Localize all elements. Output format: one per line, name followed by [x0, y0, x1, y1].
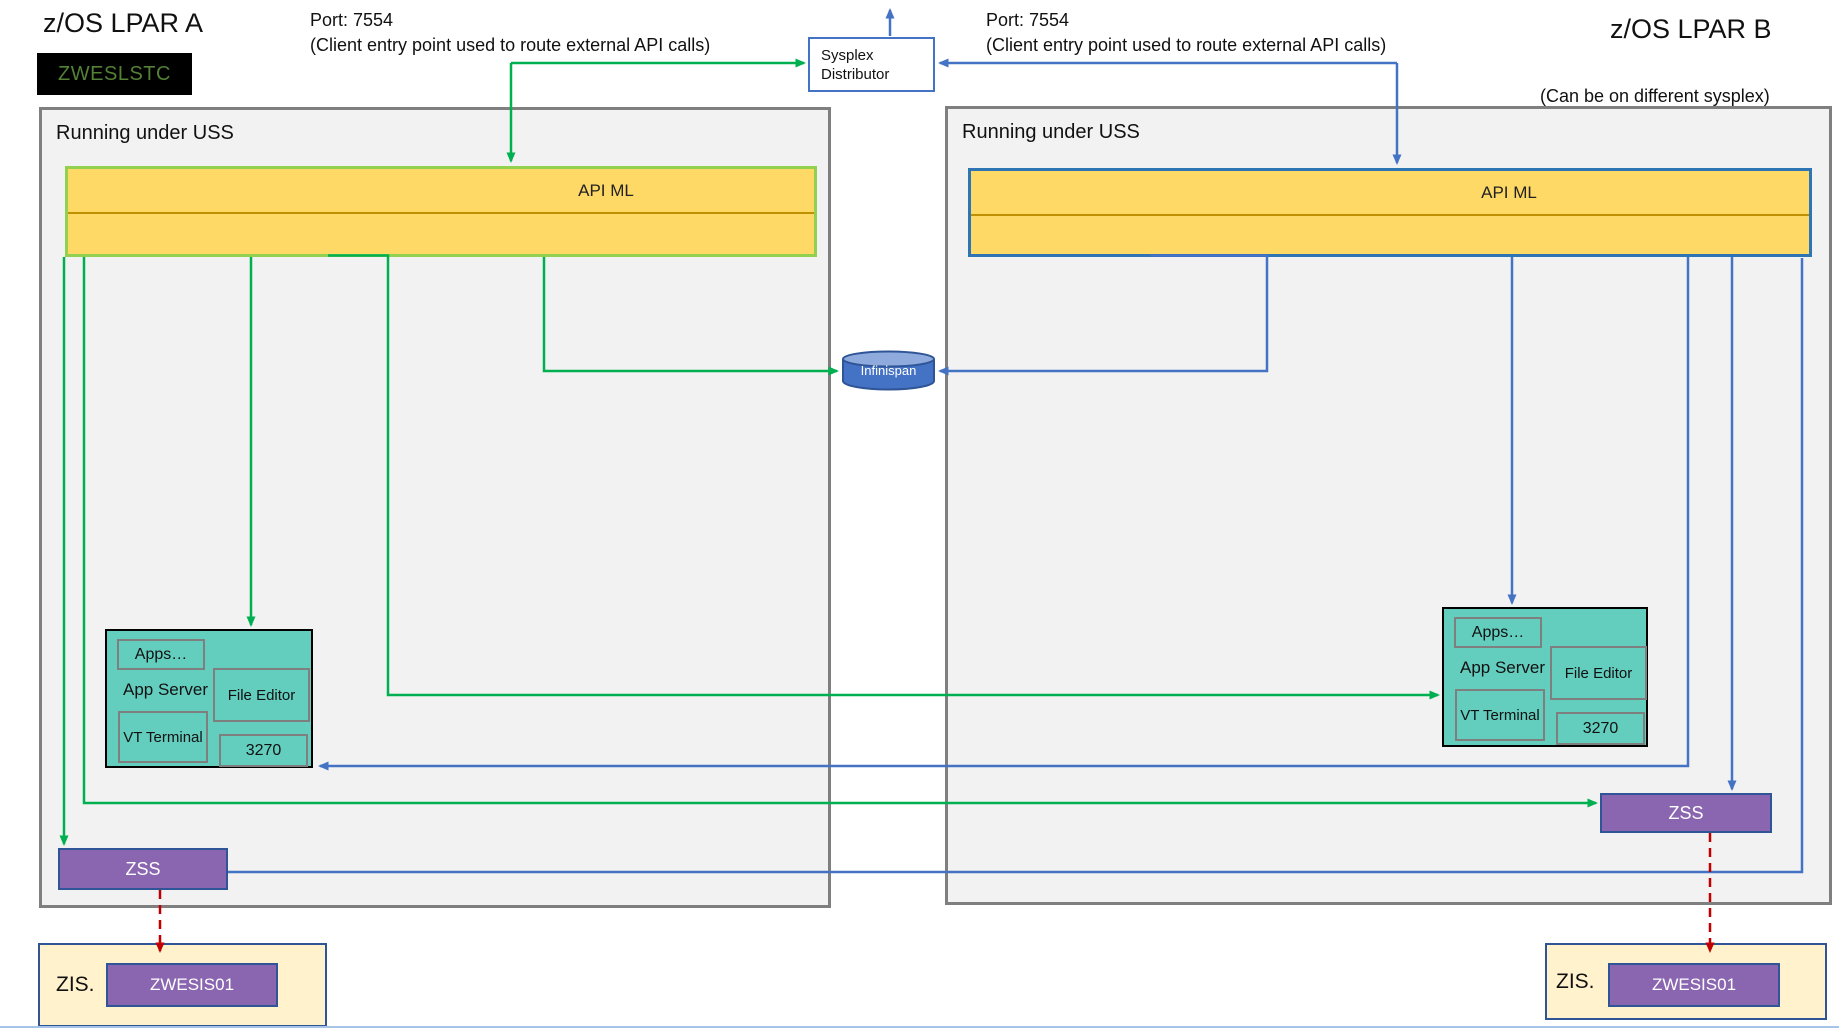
port-a-desc: (Client entry point used to route extern… — [310, 35, 711, 55]
lpar-b-zss-box: ZSS — [1600, 793, 1772, 833]
lpar-a-zwesis01-box: ZWESIS01 — [106, 963, 278, 1007]
zweslstc-badge: ZWESLSTC — [37, 53, 192, 95]
lpar-a-app-server: Apps… App Server File Editor VT Terminal… — [105, 629, 313, 768]
lpar-b-apiml-bar: API ML — [968, 168, 1812, 257]
lpar-a-uss-container: Running under USS API ML Apps… App Serve… — [39, 107, 831, 908]
sysplex-distributor-box: Sysplex Distributor — [808, 37, 935, 92]
lpar-b-apiml-label: API ML — [1481, 182, 1537, 202]
lpar-a-file-editor-box: File Editor — [213, 668, 310, 722]
lpar-b-vt-terminal-box: VT Terminal — [1455, 689, 1545, 741]
lpar-a-uss-label: Running under USS — [56, 122, 234, 144]
lpar-a-apps-box: Apps… — [117, 639, 205, 670]
lpar-b-3270-box: 3270 — [1556, 712, 1645, 745]
lpar-b-app-server: Apps… App Server File Editor VT Terminal… — [1442, 607, 1648, 747]
lpar-a-zis-container: ZIS. ZWESIS01 — [38, 943, 327, 1027]
infinispan-cache: Infinispan — [841, 350, 936, 392]
port-b-desc: (Client entry point used to route extern… — [986, 35, 1387, 55]
lpar-a-title: z/OS LPAR A — [43, 8, 204, 38]
lpar-b-apiml-head: API ML — [971, 171, 1809, 216]
lpar-b-file-editor-box: File Editor — [1550, 646, 1647, 700]
lpar-b-uss-container: Running under USS API ML Apps… App Serve… — [945, 106, 1832, 905]
lpar-b-zis-container: ZIS. ZWESIS01 — [1545, 943, 1827, 1020]
port-b-number: Port: 7554 — [986, 10, 1070, 30]
infinispan-label: Infinispan — [860, 363, 917, 378]
lpar-b-uss-label: Running under USS — [962, 121, 1140, 143]
lpar-a-app-server-label: App Server — [123, 680, 209, 699]
lpar-b-sysplex-note: (Can be on different sysplex) — [1540, 86, 1770, 106]
lpar-a-3270-box: 3270 — [219, 734, 308, 767]
port-annotation-a: Port: 7554 (Client entry point used to r… — [310, 8, 710, 58]
lpar-b-title: z/OS LPAR B — [1610, 14, 1772, 44]
port-annotation-b: Port: 7554 (Client entry point used to r… — [986, 8, 1386, 58]
lpar-b-zis-label: ZIS. — [1556, 969, 1595, 993]
bottom-divider — [0, 1026, 1839, 1028]
lpar-a-apiml-head: API ML — [68, 169, 814, 214]
lpar-a-apiml-label: API ML — [578, 180, 634, 200]
lpar-a-vt-terminal-box: VT Terminal — [118, 711, 208, 763]
lpar-b-zwesis01-box: ZWESIS01 — [1608, 963, 1780, 1007]
port-a-number: Port: 7554 — [310, 10, 394, 30]
lpar-b-apps-box: Apps… — [1454, 617, 1542, 648]
lpar-a-apiml-bar: API ML — [65, 166, 817, 257]
lpar-a-zis-label: ZIS. — [56, 973, 95, 996]
lpar-a-zss-box: ZSS — [58, 848, 228, 890]
lpar-b-app-server-label: App Server — [1460, 658, 1546, 677]
